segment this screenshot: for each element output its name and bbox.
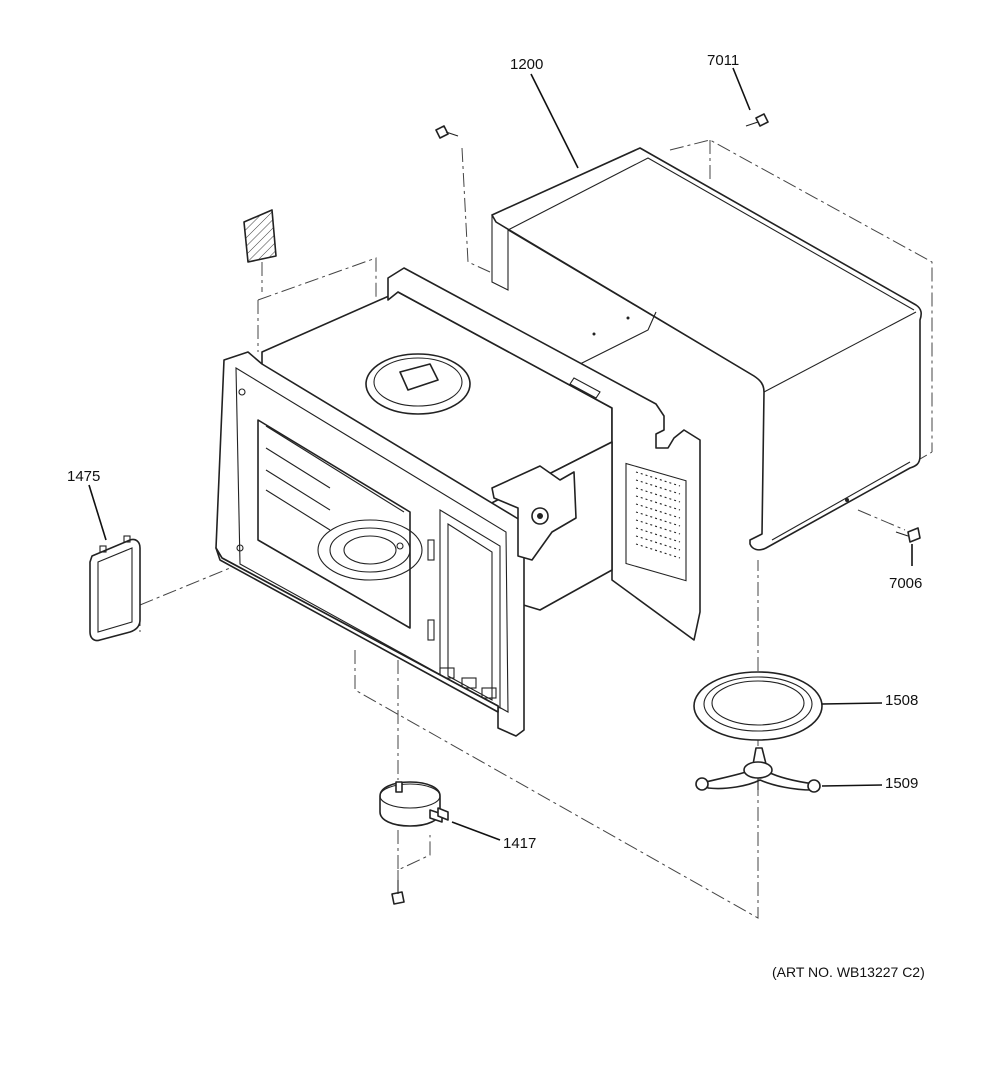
part-label-7006: 7006 bbox=[889, 575, 922, 592]
part-label-1200: 1200 bbox=[510, 56, 543, 73]
part-label-1417: 1417 bbox=[503, 835, 536, 852]
screw-bottom-icon bbox=[391, 880, 405, 905]
screw-7006-icon bbox=[895, 527, 921, 543]
turntable-motor-1417 bbox=[379, 781, 449, 827]
art-number: (ART NO. WB13227 C2) bbox=[772, 964, 925, 980]
part-label-1508: 1508 bbox=[885, 692, 918, 709]
lamp-cover-1475 bbox=[89, 535, 141, 642]
insulation-pad bbox=[243, 209, 277, 263]
roller-support-1509 bbox=[695, 747, 821, 793]
oven-cavity-chassis bbox=[215, 267, 701, 737]
turntable-tray-1508 bbox=[693, 671, 823, 741]
outer-case-1200 bbox=[491, 147, 922, 551]
part-label-7011: 7011 bbox=[707, 52, 739, 69]
part-labels: 1200 7011 7006 1475 1508 1509 1417 bbox=[67, 52, 922, 852]
screw-icon bbox=[435, 125, 459, 139]
leader-lines bbox=[88, 67, 913, 841]
part-label-1509: 1509 bbox=[885, 775, 918, 792]
part-label-1475: 1475 bbox=[67, 468, 100, 485]
screw-7011-icon bbox=[745, 113, 769, 127]
